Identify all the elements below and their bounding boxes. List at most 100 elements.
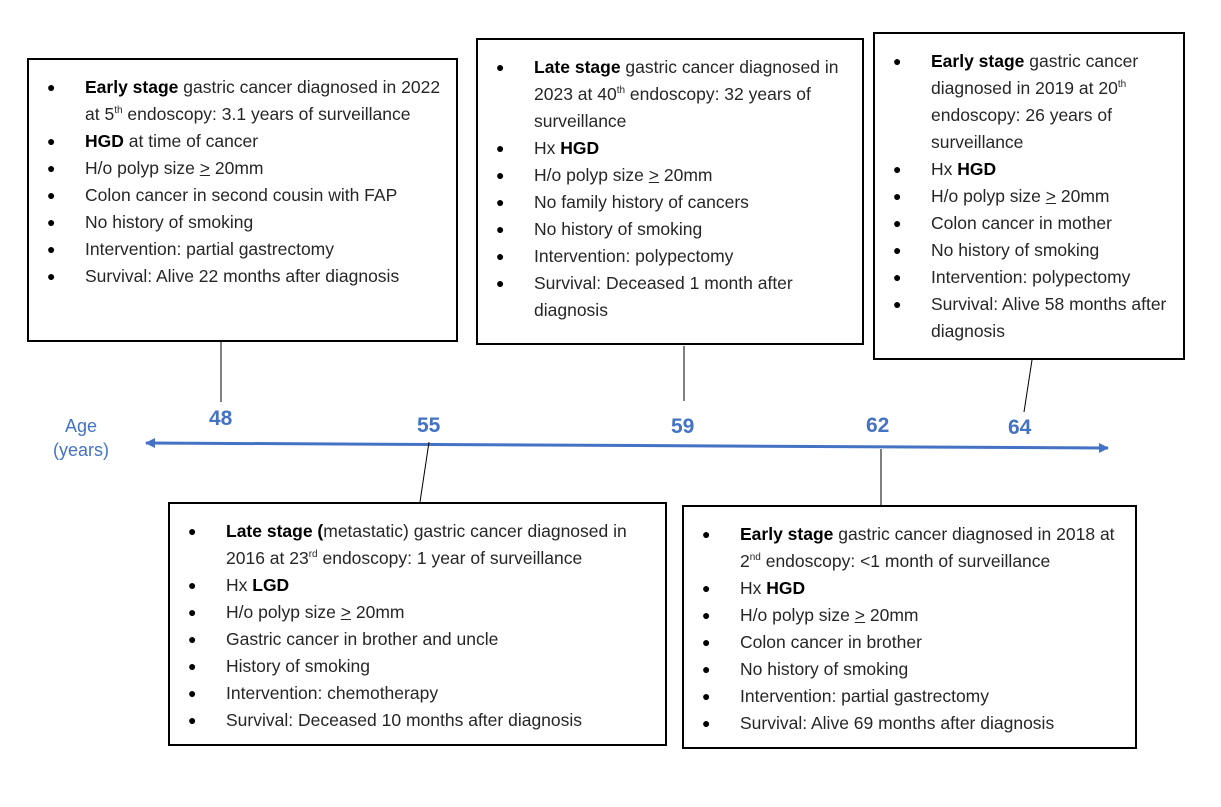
item-text: Hx bbox=[740, 578, 767, 598]
item-text: 20mm bbox=[659, 165, 713, 185]
item-text: No family history of cancers bbox=[534, 192, 749, 212]
bullet-icon: ● bbox=[47, 133, 56, 149]
case-item-list: ●Early stage gastric cancer diagnosed in… bbox=[885, 48, 1173, 345]
item-text: 20mm bbox=[210, 158, 264, 178]
bullet-icon: ● bbox=[893, 188, 902, 204]
item-text: at time of cancer bbox=[123, 131, 259, 151]
bold-text: Late stage ( bbox=[226, 521, 324, 541]
bullet-icon: ● bbox=[188, 577, 197, 593]
case-box-age-62: ● Early stage gastric cancer diagnosed in… bbox=[682, 505, 1137, 749]
bullet-icon: ● bbox=[496, 221, 505, 237]
case-item-list: ●Late stage (metastatic) gastric cancer … bbox=[180, 518, 655, 734]
case-list-item: ●Survival: Deceased 10 months after diag… bbox=[180, 707, 655, 734]
case-list-item: ● H/o polyp size > 20mm bbox=[885, 183, 1173, 210]
case-list-item: ● Survival: Alive 58 months after diagnos… bbox=[885, 291, 1173, 345]
item-text: endoscopy: 26 years of surveillance bbox=[931, 105, 1112, 152]
item-text: H/o polyp size bbox=[931, 186, 1046, 206]
item-text: H/o polyp size bbox=[226, 602, 341, 622]
superscript-text: th bbox=[1117, 79, 1127, 90]
case-list-item: ●Intervention: polypectomy bbox=[488, 243, 852, 270]
bullet-icon: ● bbox=[893, 296, 902, 312]
case-list-item: ●Early stage gastric cancer diagnosed in… bbox=[885, 48, 1173, 156]
bullet-icon: ● bbox=[496, 140, 505, 156]
item-text: Hx bbox=[931, 159, 958, 179]
age-marker-64: 64 bbox=[1008, 416, 1032, 439]
bullet-icon: ● bbox=[47, 214, 56, 230]
case-list-item: ● No history of smoking bbox=[488, 216, 852, 243]
bold-text: Early stage bbox=[740, 524, 834, 544]
bullet-icon: ● bbox=[47, 187, 56, 203]
case-list-item: ●Survival: Deceased 1 month after diagno… bbox=[488, 270, 852, 324]
bullet-icon: ● bbox=[188, 658, 197, 674]
case-item-list: ●Early stage gastric cancer diagnosed in… bbox=[39, 74, 446, 290]
item-text: 20mm bbox=[1056, 186, 1110, 206]
bullet-icon: ● bbox=[47, 160, 56, 176]
age-marker-62: 62 bbox=[866, 414, 890, 437]
connector-64 bbox=[1023, 359, 1033, 413]
underlined-symbol: > bbox=[340, 602, 352, 622]
item-text: Hx bbox=[534, 138, 561, 158]
bullet-icon: ● bbox=[496, 59, 505, 75]
bullet-icon: ● bbox=[188, 604, 197, 620]
bullet-icon: ● bbox=[702, 688, 711, 704]
bullet-icon: ● bbox=[702, 607, 711, 623]
bullet-icon: ● bbox=[702, 634, 711, 650]
underlined-symbol: > bbox=[1045, 186, 1057, 206]
bullet-icon: ● bbox=[188, 712, 197, 728]
age-axis-label: Age (years) bbox=[46, 414, 116, 462]
bullet-icon: ● bbox=[47, 268, 56, 284]
case-list-item: ●H/o polyp size > 20mm bbox=[39, 155, 446, 182]
item-text: Intervention: polypectomy bbox=[931, 267, 1131, 287]
bullet-icon: ● bbox=[893, 242, 902, 258]
item-text: H/o polyp size bbox=[534, 165, 649, 185]
case-list-item: ●No history of smoking bbox=[39, 209, 446, 236]
case-list-item: ● H/o polyp size > 20mm bbox=[488, 162, 852, 189]
bullet-icon: ● bbox=[893, 215, 902, 231]
case-list-item: ● No history of smoking bbox=[885, 237, 1173, 264]
case-list-item: ● H/o polyp size > 20mm bbox=[180, 599, 655, 626]
item-text: History of smoking bbox=[226, 656, 370, 676]
item-text: Survival: Alive 58 months after diagnosi… bbox=[931, 294, 1167, 341]
case-list-item: ● Colon cancer in second cousin with FAP bbox=[39, 182, 446, 209]
age-marker-55: 55 bbox=[417, 414, 441, 437]
bullet-icon: ● bbox=[893, 53, 902, 69]
item-text: endoscopy: <1 month of surveillance bbox=[760, 551, 1051, 571]
case-box-age-64: ●Early stage gastric cancer diagnosed in… bbox=[873, 32, 1185, 360]
item-text: H/o polyp size bbox=[740, 605, 855, 625]
case-list-item: ●H/o polyp size > 20mm bbox=[694, 602, 1125, 629]
bold-text: Early stage bbox=[931, 51, 1025, 71]
bullet-icon: ● bbox=[188, 685, 197, 701]
case-list-item: ●Intervention: chemotherapy bbox=[180, 680, 655, 707]
item-text: No history of smoking bbox=[534, 219, 703, 239]
superscript-text: rd bbox=[308, 549, 318, 560]
case-box-age-48: ●Early stage gastric cancer diagnosed in… bbox=[27, 58, 458, 342]
item-text: 20mm bbox=[351, 602, 405, 622]
bullet-icon: ● bbox=[496, 167, 505, 183]
item-text: Intervention: partial gastrectomy bbox=[85, 239, 335, 259]
bullet-icon: ● bbox=[893, 161, 902, 177]
underlined-symbol: > bbox=[648, 165, 660, 185]
case-list-item: ●Late stage gastric cancer diagnosed in … bbox=[488, 54, 852, 135]
item-text: Colon cancer in mother bbox=[931, 213, 1112, 233]
item-text: endoscopy: 3.1 years of surveillance bbox=[122, 104, 411, 124]
item-text: No history of smoking bbox=[931, 240, 1100, 260]
item-text: No history of smoking bbox=[740, 659, 909, 679]
age-marker-48: 48 bbox=[209, 407, 233, 430]
bullet-icon: ● bbox=[702, 715, 711, 731]
item-text: Colon cancer in brother bbox=[740, 632, 922, 652]
case-list-item: ●Early stage gastric cancer diagnosed in… bbox=[694, 521, 1125, 575]
case-list-item: ● HGD at time of cancer bbox=[39, 128, 446, 155]
underlined-symbol: > bbox=[199, 158, 211, 178]
item-text: Intervention: partial gastrectomy bbox=[740, 686, 990, 706]
item-text: Colon cancer in second cousin with FAP bbox=[85, 185, 398, 205]
case-list-item: ●Hx LGD bbox=[180, 572, 655, 599]
bold-text: HGD bbox=[85, 131, 124, 151]
bullet-icon: ● bbox=[702, 580, 711, 596]
age-axis-label-line1: Age bbox=[64, 416, 98, 436]
superscript-text: th bbox=[616, 85, 626, 96]
item-text: endoscopy: 1 year of surveillance bbox=[317, 548, 583, 568]
case-box-age-55: ●Late stage (metastatic) gastric cancer … bbox=[168, 502, 667, 746]
item-text: Survival: Alive 22 months after diagnosi… bbox=[85, 266, 400, 286]
item-text: gastric cancer diagnosed in 2018 at 2 bbox=[740, 524, 1115, 571]
item-text: endoscopy: 32 years of surveillance bbox=[534, 84, 811, 131]
